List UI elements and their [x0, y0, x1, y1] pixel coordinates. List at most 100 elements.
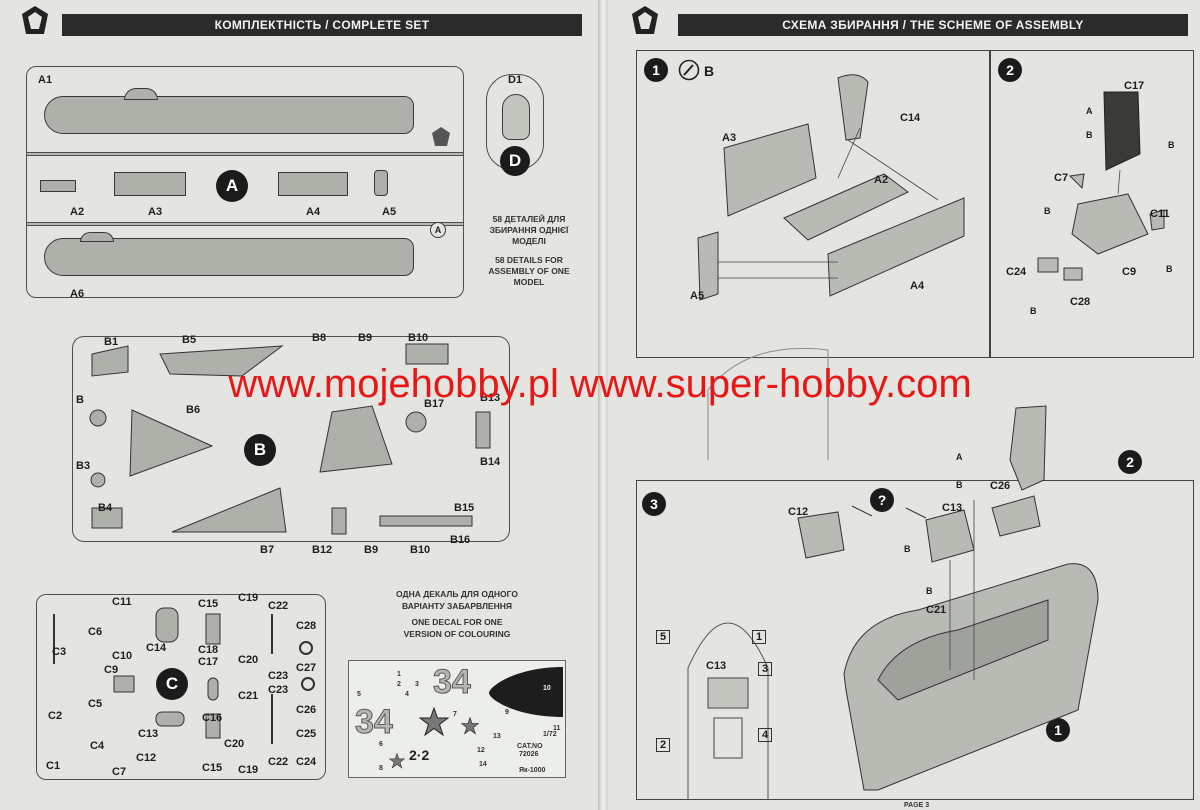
- label-c5: C5: [88, 698, 103, 710]
- label-d1: D1: [508, 74, 523, 86]
- step3-label-c12: C12: [788, 506, 809, 518]
- sprue-a-bar-bottom: [26, 222, 464, 226]
- sprue-b-frame: [72, 336, 510, 542]
- fuselage-half-a6: [44, 238, 414, 276]
- step3-callout-5: 5: [656, 630, 671, 644]
- step2-label-a: A: [1086, 106, 1093, 116]
- label-b16: B16: [450, 534, 471, 546]
- label-b15: B15: [454, 502, 475, 514]
- decal-num-14: 14: [479, 761, 487, 768]
- step2-label-b1: B: [1168, 140, 1175, 150]
- assembly-scheme-header: СХЕМА ЗБИРАННЯ / THE SCHEME OF ASSEMBLY: [678, 14, 1188, 36]
- right-instruction-page: СХЕМА ЗБИРАННЯ / THE SCHEME OF ASSEMBLY …: [608, 0, 1200, 810]
- label-c12: C12: [136, 752, 157, 764]
- label-c15-b: C15: [202, 762, 223, 774]
- label-b3: B3: [76, 460, 91, 472]
- label-b8: B8: [312, 332, 327, 344]
- label-c19-b: C19: [238, 764, 259, 776]
- faded-fuselage-sketch: [707, 347, 829, 460]
- label-b5: B5: [182, 334, 197, 346]
- label-a2: A2: [70, 206, 85, 218]
- label-b9-bottom: B9: [364, 544, 379, 556]
- parts-count-note: 58 ДЕТАЛЕЙ ДЛЯ ЗБИРАННЯ ОДНІЄЇ МОДЕЛІ 58…: [488, 214, 570, 287]
- sprue-a-logo-icon: [432, 127, 450, 146]
- decal-num-9: 9: [505, 709, 509, 716]
- label-a5: A5: [382, 206, 397, 218]
- part-a4: [278, 172, 348, 196]
- decal-cat-number: 72026: [519, 751, 539, 758]
- step2-label-c28: C28: [1070, 296, 1091, 308]
- step3-ref-step1: 1: [1046, 718, 1070, 742]
- label-c20: C20: [238, 654, 259, 666]
- step1-box: [636, 50, 990, 358]
- label-c20-b: C20: [224, 738, 245, 750]
- step2-seat-parts: [1037, 91, 1165, 281]
- label-c13: C13: [138, 728, 159, 740]
- decal-num-1: 1: [397, 671, 401, 678]
- label-c11: C11: [112, 596, 132, 608]
- label-c14: C14: [146, 642, 167, 654]
- decal-num-13: 13: [493, 733, 501, 740]
- sprue-b-letter: B: [244, 434, 276, 466]
- decal-num-8: 8: [379, 765, 383, 772]
- fuselage-canopy-bump-2: [80, 232, 114, 242]
- label-c25: C25: [296, 728, 317, 740]
- decal-num-5: 5: [357, 691, 361, 698]
- label-c6: C6: [88, 626, 103, 638]
- label-a4: A4: [306, 206, 321, 218]
- label-c16: C16: [202, 712, 223, 724]
- step3-cockpit-assembly: [797, 405, 1099, 791]
- label-c28: C28: [296, 620, 317, 632]
- label-b10-bottom: B10: [410, 544, 431, 556]
- label-b17: B17: [424, 398, 445, 410]
- watermark-text: www.mojehobby.pl www.super-hobby.com: [228, 362, 972, 406]
- label-c23-b: C23: [268, 684, 289, 696]
- label-a6: A6: [70, 288, 85, 300]
- label-c22: C22: [268, 600, 289, 612]
- label-c21: C21: [238, 690, 259, 702]
- sprue-a-bar-top: [26, 152, 464, 156]
- step3-ref-step2: 2: [1118, 450, 1142, 474]
- red-star-small-icon: [461, 717, 479, 735]
- step1-label-a2: A2: [874, 174, 889, 186]
- decal-num-2: 2: [397, 681, 401, 688]
- decal-num-3: 3: [415, 681, 419, 688]
- sprue-a-letter: A: [216, 170, 248, 202]
- label-c4: C4: [90, 740, 105, 752]
- step2-number: 2: [998, 58, 1022, 82]
- label-c23: C23: [268, 670, 289, 682]
- decal-num-7: 7: [453, 711, 457, 718]
- label-c18: C18: [198, 644, 219, 656]
- label-c9: C9: [104, 664, 119, 676]
- part-d1-canopy: [502, 94, 530, 140]
- modelsvit-logo-icon: [22, 6, 48, 34]
- step1-label-a4: A4: [910, 280, 925, 292]
- part-a3: [114, 172, 186, 196]
- step3-label-c21: C21: [926, 604, 947, 616]
- label-b4: B4: [98, 502, 113, 514]
- step3-label-c13-topview: C13: [706, 660, 727, 672]
- complete-set-header: КОМПЛЕКТНІСТЬ / COMPLETE SET: [62, 14, 582, 36]
- label-c2: C2: [48, 710, 63, 722]
- sprue-c-parts: [53, 607, 315, 744]
- decal-scale: 1/72: [543, 731, 557, 738]
- step2-label-b2: B: [1086, 130, 1093, 140]
- step1-cockpit-parts: [697, 74, 965, 301]
- modelsvit-logo-icon-right: [632, 6, 658, 34]
- step3-label-b1: B: [956, 480, 963, 490]
- sprue-c-letter: C: [156, 668, 188, 700]
- label-a1: A1: [38, 74, 53, 86]
- label-c26: C26: [296, 704, 317, 716]
- step2-label-b5: B: [1030, 306, 1037, 316]
- part-a5: [374, 170, 388, 196]
- label-b9: B9: [358, 332, 373, 344]
- decal-cat-label: CAT.NO: [517, 743, 543, 750]
- step1-label-a3: A3: [722, 132, 737, 144]
- step2-label-b4: B: [1166, 264, 1173, 274]
- fuselage-half-a1: [44, 96, 414, 134]
- step3-label-b3: B: [926, 586, 933, 596]
- step3-label-a: A: [956, 452, 963, 462]
- decal-number-34-bottom: 34: [355, 703, 394, 742]
- step2-label-c7: C7: [1054, 172, 1069, 184]
- label-c3: C3: [52, 646, 67, 658]
